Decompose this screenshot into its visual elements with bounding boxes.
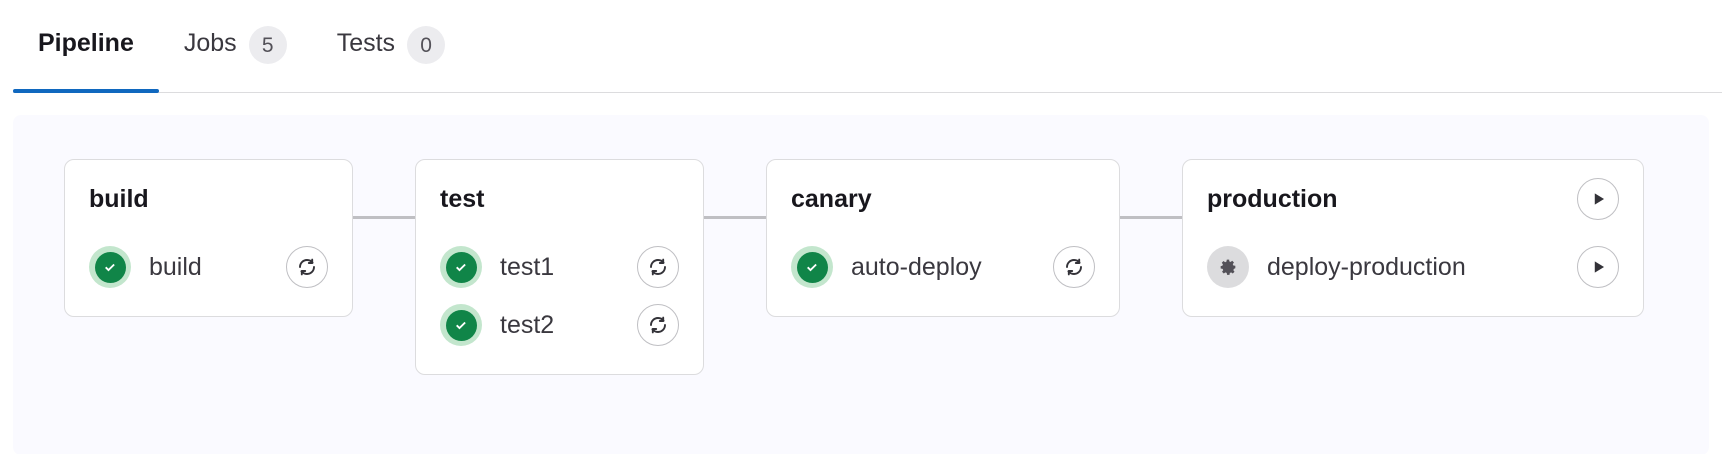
- pipeline-stage-production: production: [1182, 159, 1644, 317]
- pipeline-job[interactable]: build: [65, 238, 352, 296]
- pipeline-job[interactable]: auto-deploy: [767, 238, 1119, 296]
- job-name: build: [149, 252, 202, 281]
- play-icon[interactable]: [1577, 178, 1619, 220]
- tab-tests-label: Tests: [336, 29, 396, 57]
- pipeline-stage-canary: canary auto-deploy: [766, 159, 1120, 317]
- tab-jobs-label: Jobs: [183, 29, 237, 57]
- status-success-icon: [791, 246, 833, 288]
- job-main: auto-deploy: [791, 246, 982, 288]
- stage-name: test: [440, 184, 485, 213]
- stage-header: production: [1183, 178, 1643, 220]
- pipeline-graph-wrapper: build build: [0, 93, 1722, 454]
- retry-icon[interactable]: [1053, 246, 1095, 288]
- job-name: test2: [500, 310, 555, 339]
- pipeline-tabbar: Pipeline Jobs 5 Tests 0: [0, 0, 1722, 93]
- pipeline-stage-build: build build: [64, 159, 353, 317]
- retry-icon[interactable]: [286, 246, 328, 288]
- stage-name: build: [89, 184, 149, 213]
- play-icon[interactable]: [1577, 246, 1619, 288]
- tab-tests-badge: 0: [407, 26, 446, 64]
- stage-jobs: test1: [416, 238, 703, 354]
- pipeline-canvas: build build: [13, 115, 1709, 454]
- job-main: test1: [440, 246, 554, 288]
- stage-jobs: auto-deploy: [767, 238, 1119, 296]
- pipeline-job[interactable]: test1: [416, 238, 703, 296]
- pipeline-stages: build build: [13, 159, 1709, 375]
- pipeline-stage-test: test test1: [415, 159, 704, 375]
- stage-header: test: [416, 178, 703, 220]
- job-name: auto-deploy: [851, 252, 982, 281]
- stage-connector: [704, 216, 766, 219]
- stage-jobs: build: [65, 238, 352, 296]
- status-success-icon: [89, 246, 131, 288]
- stage-name: production: [1207, 184, 1338, 213]
- stage-jobs: deploy-production: [1183, 238, 1643, 296]
- tab-pipeline-label: Pipeline: [38, 29, 134, 57]
- stage-header: build: [65, 178, 352, 220]
- job-main: build: [89, 246, 202, 288]
- tab-tests[interactable]: Tests 0: [312, 0, 470, 93]
- status-success-icon: [440, 304, 482, 346]
- tab-pipeline[interactable]: Pipeline: [13, 0, 159, 93]
- job-name: deploy-production: [1267, 252, 1466, 281]
- stage-header: canary: [767, 178, 1119, 220]
- pipeline-job[interactable]: deploy-production: [1183, 238, 1643, 296]
- job-main: test2: [440, 304, 554, 346]
- tab-jobs[interactable]: Jobs 5: [159, 0, 312, 93]
- job-main: deploy-production: [1207, 246, 1466, 288]
- stage-connector: [353, 216, 415, 219]
- status-success-icon: [440, 246, 482, 288]
- retry-icon[interactable]: [637, 304, 679, 346]
- stage-connector: [1120, 216, 1182, 219]
- stage-name: canary: [791, 184, 872, 213]
- retry-icon[interactable]: [637, 246, 679, 288]
- tab-jobs-badge: 5: [248, 26, 287, 64]
- status-manual-gear-icon: [1207, 246, 1249, 288]
- pipeline-job[interactable]: test2: [416, 296, 703, 354]
- job-name: test1: [500, 252, 555, 281]
